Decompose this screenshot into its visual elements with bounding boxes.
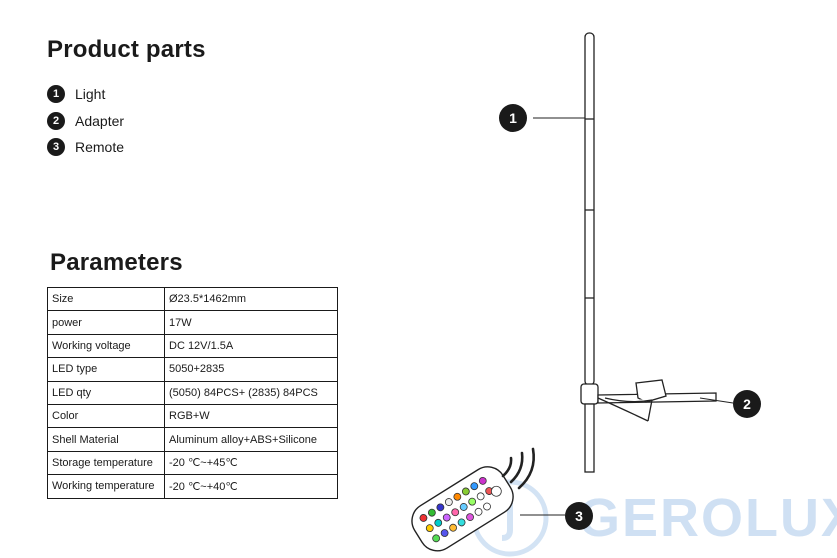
- brand-watermark: GEROLUX: [578, 488, 837, 548]
- param-value: Ø23.5*1462mm: [164, 286, 338, 312]
- parameters-heading: Parameters: [50, 249, 183, 276]
- param-value: -20 ℃~+45℃: [164, 450, 338, 476]
- param-name: Storage temperature: [47, 450, 165, 476]
- part-item-light: 1 Light: [47, 84, 105, 104]
- param-name: Shell Material: [47, 427, 165, 452]
- part-label: Adapter: [75, 113, 125, 129]
- param-name: Color: [47, 403, 165, 429]
- table-row: Working temperature-20 ℃~+40℃: [47, 474, 338, 499]
- light-pole-icon: [580, 32, 717, 473]
- part-number-badge: 3: [47, 138, 65, 156]
- param-value: RGB+W: [164, 403, 338, 429]
- part-number-badge: 2: [47, 112, 65, 130]
- param-name: LED type: [47, 357, 165, 382]
- remote-control-icon: [411, 466, 514, 552]
- callout-3: 3: [565, 502, 593, 530]
- product-parts-heading: Product parts: [47, 36, 206, 63]
- signal-waves-icon: [501, 447, 535, 490]
- param-value: DC 12V/1.5A: [164, 333, 338, 359]
- part-number-badge: 1: [47, 85, 65, 103]
- part-label: Remote: [75, 139, 125, 155]
- param-value: 5050+2835: [164, 357, 338, 382]
- part-label: Light: [75, 86, 106, 102]
- callout-1: 1: [499, 104, 527, 132]
- callout-2: 2: [733, 390, 761, 418]
- param-name: Working voltage: [47, 333, 165, 359]
- table-row: Storage temperature-20 ℃~+45℃: [47, 450, 338, 476]
- param-value: (5050) 84PCS+ (2835) 84PCS: [164, 380, 338, 405]
- param-value: Aluminum alloy+ABS+Silicone: [164, 427, 338, 452]
- table-row: LED qty(5050) 84PCS+ (2835) 84PCS: [47, 380, 338, 405]
- part-item-adapter: 2 Adapter: [47, 111, 124, 131]
- part-item-remote: 3 Remote: [47, 137, 124, 157]
- param-name: power: [47, 310, 165, 335]
- param-name: LED qty: [47, 380, 165, 405]
- param-value: 17W: [164, 310, 338, 335]
- param-value: -20 ℃~+40℃: [164, 474, 338, 499]
- param-name: Working temperature: [47, 474, 165, 499]
